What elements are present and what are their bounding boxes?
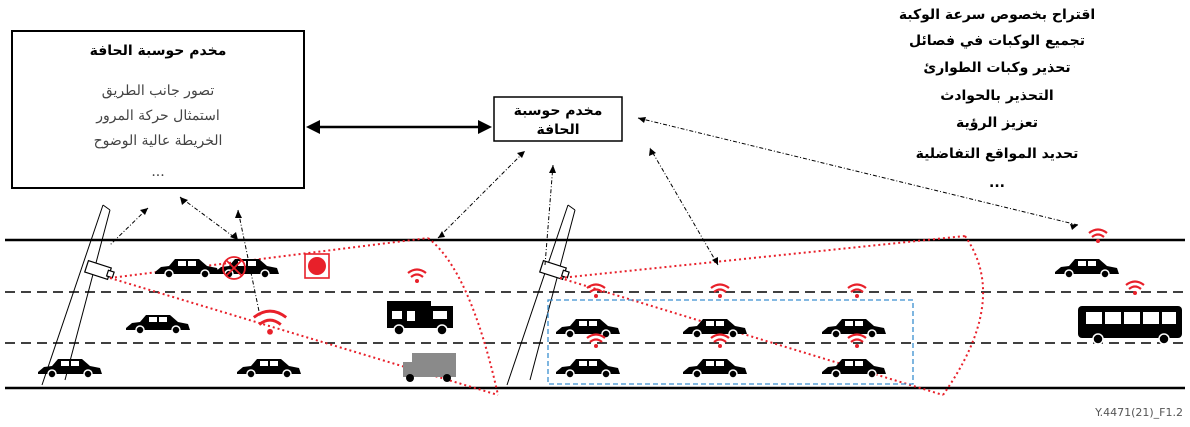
box-title: مخدم حوسبة bbox=[514, 103, 603, 119]
car-icon bbox=[1054, 258, 1120, 279]
box-line: تصور جانب الطريق bbox=[102, 83, 215, 99]
car-icon bbox=[37, 358, 103, 379]
box-line: استمثال حركة المرور bbox=[95, 108, 220, 124]
arrowheads bbox=[140, 117, 1078, 265]
car-icon bbox=[555, 358, 621, 379]
fire-truck-icon bbox=[387, 301, 453, 336]
edge-server-box-center: مخدم حوسبة الحافة bbox=[493, 96, 623, 142]
service-item: تعزيز الرؤية bbox=[956, 115, 1038, 131]
truck-icon bbox=[403, 353, 456, 382]
car-icon bbox=[821, 358, 887, 379]
warning-light-icon bbox=[304, 253, 330, 279]
service-item: ... bbox=[989, 175, 1005, 191]
bus-icon bbox=[1078, 306, 1182, 345]
car-icon bbox=[555, 318, 621, 339]
vehicles bbox=[37, 258, 1182, 382]
road bbox=[5, 238, 1185, 390]
taxi-icon bbox=[125, 314, 191, 335]
wifi-icon bbox=[846, 333, 868, 350]
service-item: اقتراح بخصوص سرعة الوكبة bbox=[899, 7, 1095, 23]
figure-id: Y.4471(21)_F1.2 bbox=[1094, 406, 1183, 419]
wifi-icon bbox=[406, 268, 428, 285]
box-title: مخدم حوسبة الحافة bbox=[90, 43, 227, 59]
wifi-icon bbox=[709, 283, 731, 300]
box-line: الخريطة عالية الوضوح bbox=[94, 133, 223, 149]
wifi-icon bbox=[585, 333, 607, 350]
service-item: تجميع الوكبات في فصائل bbox=[909, 33, 1085, 49]
coverage-cone-right bbox=[559, 235, 984, 396]
box-line: ... bbox=[151, 164, 164, 180]
wifi-icon bbox=[585, 283, 607, 300]
platoon-group bbox=[547, 299, 914, 385]
car-icon bbox=[682, 358, 748, 379]
server-link-arrow bbox=[306, 120, 492, 134]
wifi-icon bbox=[709, 333, 731, 350]
camera-icon bbox=[84, 259, 115, 281]
coverage-cone-left bbox=[109, 237, 499, 396]
service-item: تحديد المواقع التفاضلية bbox=[916, 146, 1079, 162]
box-title: الحافة bbox=[536, 122, 579, 138]
wireless-signals bbox=[252, 228, 1146, 350]
service-item: تحذير وكبات الطوارئ bbox=[923, 60, 1070, 76]
wifi-icon-large bbox=[252, 309, 288, 335]
roadside-unit-right bbox=[506, 204, 576, 386]
car-icon bbox=[236, 358, 302, 379]
services-list: اقتراح بخصوص سرعة الوكبة تجميع الوكبات ف… bbox=[899, 7, 1095, 191]
accident-marker-icon bbox=[222, 256, 246, 280]
wifi-icon bbox=[1124, 280, 1146, 297]
service-item: التحذير بالحوادث bbox=[940, 88, 1053, 104]
car-icon bbox=[154, 258, 220, 279]
edge-server-box-left: مخدم حوسبة الحافة تصور جانب الطريق استمث… bbox=[11, 30, 305, 189]
wifi-icon bbox=[846, 283, 868, 300]
roadside-unit-left bbox=[41, 204, 115, 386]
